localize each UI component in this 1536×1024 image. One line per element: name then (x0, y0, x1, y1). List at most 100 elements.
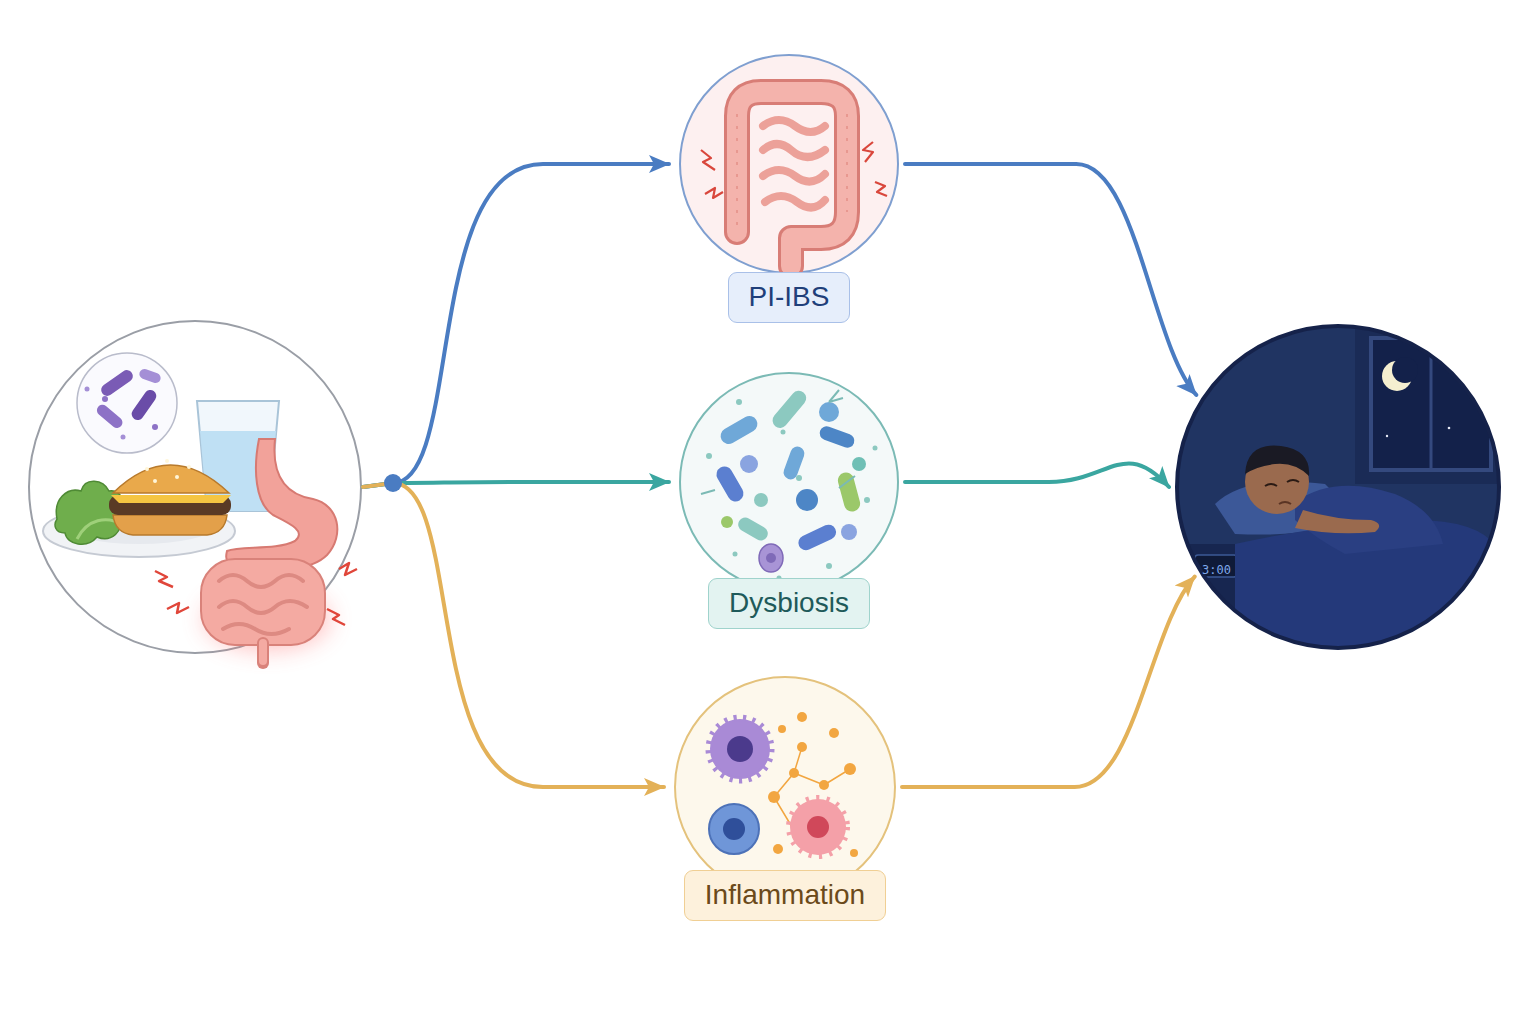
insomnia-illustration-part-part (1245, 446, 1309, 476)
colon-illustration (680, 55, 898, 273)
food-gut-illustration-part (29, 321, 361, 653)
colon-illustration-part-part (701, 150, 715, 170)
colon-illustration-part (701, 142, 887, 198)
microbe-illustration-part (836, 471, 862, 514)
insomnia-circle: 3:00 (1175, 324, 1501, 650)
immune-cells-illustration-part (727, 736, 753, 762)
flow-arrow (363, 164, 669, 487)
bacteria-bubble-part (102, 396, 108, 402)
microbe-illustration-part (796, 522, 839, 552)
immune-cells-illustration-part (791, 800, 845, 854)
immune-cells-illustration-part (790, 799, 846, 855)
immune-cells-illustration-part-part (844, 763, 856, 775)
insomnia-illustration-part-part (1175, 324, 1501, 650)
circle-area (27, 319, 363, 655)
stomach-intestine-part (219, 575, 307, 634)
microbe-illustration-part-part (733, 552, 738, 557)
pain-marks-part (327, 609, 345, 625)
burger-part (109, 495, 231, 515)
microbe-illustration-part-part (796, 475, 802, 481)
microbe-illustration-part (759, 544, 783, 572)
burger-part (187, 465, 191, 469)
immune-cells-illustration-part-part (768, 791, 780, 803)
immune-cells-illustration-part (675, 677, 895, 897)
insomnia-illustration (1175, 324, 1501, 650)
burger-part (165, 459, 169, 463)
stomach-intestine-part (259, 643, 267, 661)
label-pill: Dysbiosis (708, 578, 870, 629)
microbe-illustration-part (796, 489, 818, 511)
colon-illustration-part (680, 55, 898, 273)
microbe-illustration-part (766, 553, 776, 563)
immune-cells-illustration-part-part (797, 712, 807, 722)
insomnia-illustration-part-part (1455, 358, 1458, 361)
microbe-illustration-part (680, 373, 898, 591)
microbe-illustration-part (714, 464, 747, 505)
immune-cells-illustration-part-part (789, 768, 799, 778)
node-label: PI-IBS (749, 280, 830, 314)
burger-part (111, 495, 231, 503)
bacteria-bubble-part (85, 387, 90, 392)
dysbiosis-node: Dysbiosis (679, 372, 899, 629)
burger-part (175, 475, 179, 479)
insomnia-illustration-part-part (1295, 486, 1443, 554)
microbe-illustration-part (740, 455, 758, 473)
microbe-illustration-part (852, 457, 866, 471)
pain-marks-part (167, 603, 189, 613)
burger (109, 459, 231, 535)
microbe-illustration-part (782, 445, 807, 482)
stomach-intestine-part (201, 559, 325, 645)
immune-cells-illustration (675, 677, 895, 897)
stomach-intestine (201, 439, 337, 663)
label-pill: PI-IBS (728, 272, 851, 323)
colon-illustration-part-part (875, 182, 887, 196)
bacteria-bubble-part (99, 368, 135, 398)
flow-arrow (902, 577, 1195, 787)
immune-cells-illustration-part (710, 719, 770, 779)
burger-part (145, 467, 149, 471)
immune-cells-illustration-part (768, 712, 858, 857)
bacteria-bubble-part (138, 368, 162, 385)
circle-area (674, 677, 896, 897)
immune-cells-illustration-part-part (797, 742, 807, 752)
pain-marks-part (339, 563, 357, 575)
burger-part (113, 465, 229, 493)
insomnia-illustration-part-part (1279, 502, 1291, 504)
microbe-illustration-part-part (826, 563, 832, 569)
colon-illustration-part (763, 120, 825, 208)
pi-ibs-node: PI-IBS (679, 54, 899, 323)
food-gut-illustration (29, 321, 361, 663)
microbe-illustration-part (718, 413, 761, 447)
immune-cells-illustration-part (723, 818, 745, 840)
immune-cells-illustration-part (807, 816, 829, 838)
insomnia-illustration-part (1177, 326, 1499, 648)
inflammation-node: Inflammation (674, 677, 896, 921)
colon-illustration-part (737, 92, 847, 266)
insomnia-illustration-part-part (1392, 357, 1418, 383)
insomnia-illustration-part-part (1448, 427, 1451, 430)
pain-marks (155, 563, 357, 625)
microbe-illustration (680, 373, 898, 591)
microbe-illustration-part-part (736, 399, 742, 405)
microbe-illustration-part (701, 390, 855, 494)
immune-cells-illustration-part-part (850, 849, 858, 857)
immune-cells-illustration-part-part (819, 780, 829, 790)
microbe-illustration-part (754, 493, 768, 507)
bacteria-bubble (77, 353, 177, 453)
microbe-illustration-part-part (873, 446, 878, 451)
circle-area (679, 54, 899, 274)
bacteria-bubble-part (95, 403, 125, 431)
colon-illustration-part (737, 114, 847, 230)
microbe-illustration-part (818, 424, 857, 449)
flow-arrow (363, 483, 664, 787)
microbe-illustration-part (721, 516, 733, 528)
colon-illustration-part-part (863, 142, 873, 162)
bacteria-bubble-part (129, 388, 158, 423)
insomnia-illustration-part-part (1295, 510, 1379, 533)
circle-area (679, 372, 899, 592)
insomnia-illustration-part-part (1386, 435, 1388, 437)
bacteria-bubble-part (121, 435, 126, 440)
burger-part (153, 479, 157, 483)
node-label: Dysbiosis (729, 586, 849, 620)
